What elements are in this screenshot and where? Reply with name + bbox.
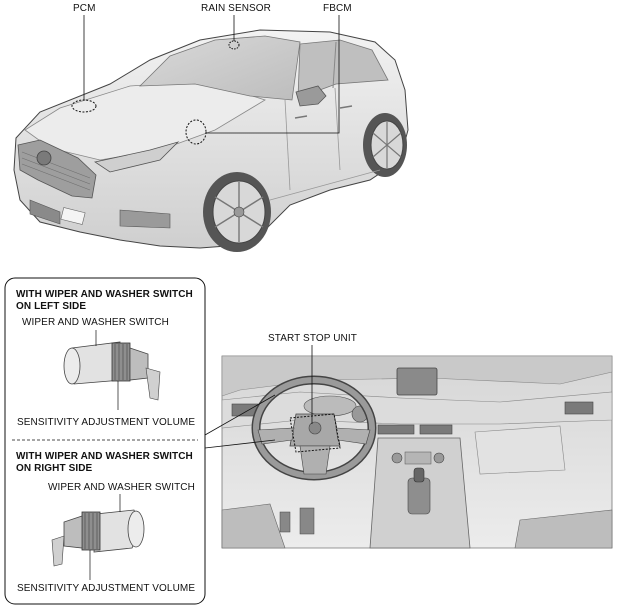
right-sensitivity-volume-label: SENSITIVITY ADJUSTMENT VOLUME xyxy=(17,583,196,594)
inset-pointer-lower xyxy=(204,439,276,449)
callout-markers xyxy=(71,15,340,145)
vehicle-illustration xyxy=(13,29,409,252)
start-stop-unit-label: START STOP UNIT xyxy=(268,333,357,344)
front-wheel xyxy=(203,172,271,252)
right-side-wiper-switch xyxy=(51,494,145,580)
center-display xyxy=(396,367,438,396)
inset-pointer-upper xyxy=(204,394,276,436)
steering-wheel xyxy=(251,375,377,481)
inset-border xyxy=(4,277,206,605)
dashboard-illustration xyxy=(221,345,613,549)
left-sensitivity-volume-label: SENSITIVITY ADJUSTMENT VOLUME xyxy=(17,417,196,428)
left-side-wiper-switch xyxy=(63,330,161,410)
fbcm-label: FBCM xyxy=(323,3,352,14)
right-section-heading-line2: ON RIGHT SIDE xyxy=(16,463,93,474)
car-mirror xyxy=(295,85,327,107)
right-section-heading-line1: WITH WIPER AND WASHER SWITCH xyxy=(16,451,193,462)
inset-panel xyxy=(4,277,276,605)
car-windshield xyxy=(138,35,301,101)
fbcm-leader-line xyxy=(206,15,340,134)
rain-sensor-marker xyxy=(228,40,240,50)
rain-sensor-label: RAIN SENSOR xyxy=(201,3,272,14)
left-section-heading-line1: WITH WIPER AND WASHER SWITCH xyxy=(16,289,193,300)
fbcm-location-marker xyxy=(185,119,207,145)
start-stop-unit-marker xyxy=(289,413,341,453)
pcm-label: PCM xyxy=(73,3,96,14)
left-section-heading-line2: ON LEFT SIDE xyxy=(16,301,87,312)
left-wiper-switch-label: WIPER AND WASHER SWITCH xyxy=(22,317,169,328)
car-hood xyxy=(24,81,266,161)
rear-wheel xyxy=(363,113,407,177)
right-wiper-switch-label: WIPER AND WASHER SWITCH xyxy=(48,482,195,493)
